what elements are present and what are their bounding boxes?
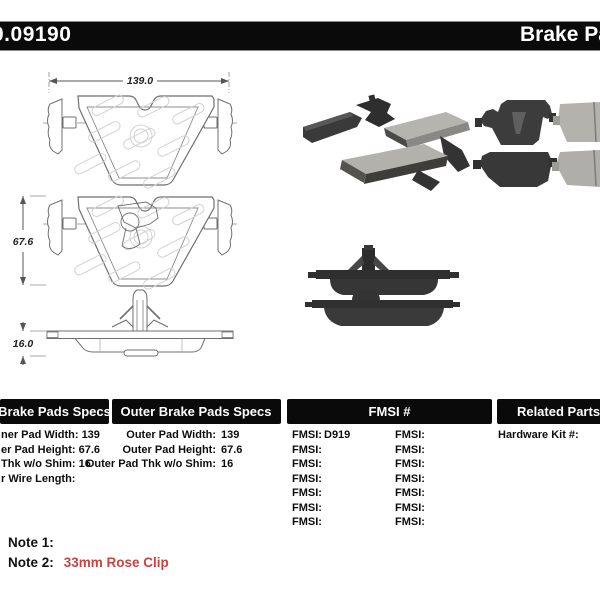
dim-thickness-label: 16.0: [13, 338, 34, 350]
header-fmsi: FMSI #: [287, 399, 492, 424]
wear-sensor-detail: [117, 201, 159, 249]
fmsi-row: FMSI: FMSI:: [0, 444, 600, 458]
note-label: Note 1:: [8, 535, 54, 550]
header-label: Outer Brake Pads Specs: [120, 404, 272, 419]
header-label: Related Parts: [516, 404, 600, 419]
fmsi-label: FMSI:: [395, 487, 425, 499]
fmsi-label: FMSI:: [292, 487, 322, 499]
part-number: 0.09190: [0, 23, 72, 46]
fmsi-label: FMSI:: [395, 443, 425, 456]
note-1: Note 1:: [8, 535, 64, 550]
spec-value: 139: [221, 429, 240, 441]
header-inner-brake-pads-specs: Brake Pads Specs: [0, 399, 111, 424]
outer-spec-row: Outer Pad Height: 67.6: [0, 444, 250, 458]
fmsi-row: FMSI: D919 FMSI:: [0, 429, 600, 443]
related-label: Hardware Kit #:: [498, 429, 579, 441]
drawing-pad-front-view: 139.0: [43, 62, 238, 216]
inner-spec-row: Thk w/o Shim: 16: [1, 458, 91, 470]
spec-value: 67.6: [221, 443, 243, 456]
note-value: 33mm Rose Clip: [63, 555, 169, 570]
inner-spec-row: r Wire Length:: [1, 472, 76, 485]
fmsi-row: FMSI: FMSI:: [0, 487, 600, 501]
fmsi-label: FMSI:: [292, 443, 322, 456]
related-parts-row: Hardware Kit #:: [0, 429, 600, 443]
photo-pad-set-flat: [473, 100, 600, 187]
outer-spec-row: Outer Pad Thk w/o Shim: 16: [0, 458, 250, 472]
fmsi-label: FMSI:: [292, 458, 322, 470]
fmsi-value: D919: [324, 429, 351, 441]
photo-pad-set-perspective: [303, 94, 470, 191]
fmsi-label: FMSI:: [292, 472, 322, 485]
note-2: Note 2: 33mm Rose Clip: [8, 555, 169, 570]
fmsi-row: FMSI: FMSI:: [0, 502, 600, 516]
header-label: FMSI #: [368, 404, 411, 419]
fmsi-row: FMSI: FMSI:: [0, 473, 600, 487]
fmsi-label: FMSI:: [292, 501, 322, 514]
drawing-pad-front-view-2: 67.6: [13, 163, 238, 333]
fmsi-label: FMSI:: [395, 429, 425, 441]
outer-spec-row: Outer Pad Width: 139: [0, 429, 250, 443]
fmsi-label: FMSI:: [395, 458, 425, 470]
fmsi-label: FMSI:: [395, 501, 425, 514]
fmsi-row: FMSI: FMSI:: [0, 458, 600, 472]
inner-spec-row: er Pad Height: 67.6: [1, 443, 101, 456]
header-label: Brake Pads Specs: [0, 404, 111, 419]
page-title: Brake Pads: [520, 23, 600, 46]
photo-pad-side-profiles: [305, 245, 460, 326]
fmsi-label: FMSI:: [395, 516, 425, 528]
top-title-bar: 0.09190 Brake Pads: [0, 21, 600, 51]
spec-label: Outer Pad Height:: [122, 443, 216, 456]
fmsi-label: FMSI:: [292, 429, 322, 441]
dim-height-label: 67.6: [13, 236, 34, 248]
dim-width-label: 139.0: [127, 75, 153, 87]
fmsi-row: FMSI: FMSI:: [0, 516, 600, 530]
fmsi-label: FMSI:: [395, 472, 425, 485]
spec-label: Outer Pad Thk w/o Shim:: [85, 458, 216, 470]
header-outer-brake-pads-specs: Outer Brake Pads Specs: [111, 399, 281, 424]
inner-spec-row: ner Pad Width: 139: [1, 429, 100, 441]
spec-value: 16: [221, 458, 234, 470]
drawing-pad-side-view: 16.0: [13, 322, 234, 365]
fmsi-label: FMSI:: [292, 516, 322, 528]
note-label: Note 2:: [8, 555, 54, 570]
header-related-parts: Related Parts: [497, 399, 600, 424]
retaining-clip-drawing: [111, 289, 169, 333]
spec-label: Outer Pad Width:: [126, 429, 216, 441]
